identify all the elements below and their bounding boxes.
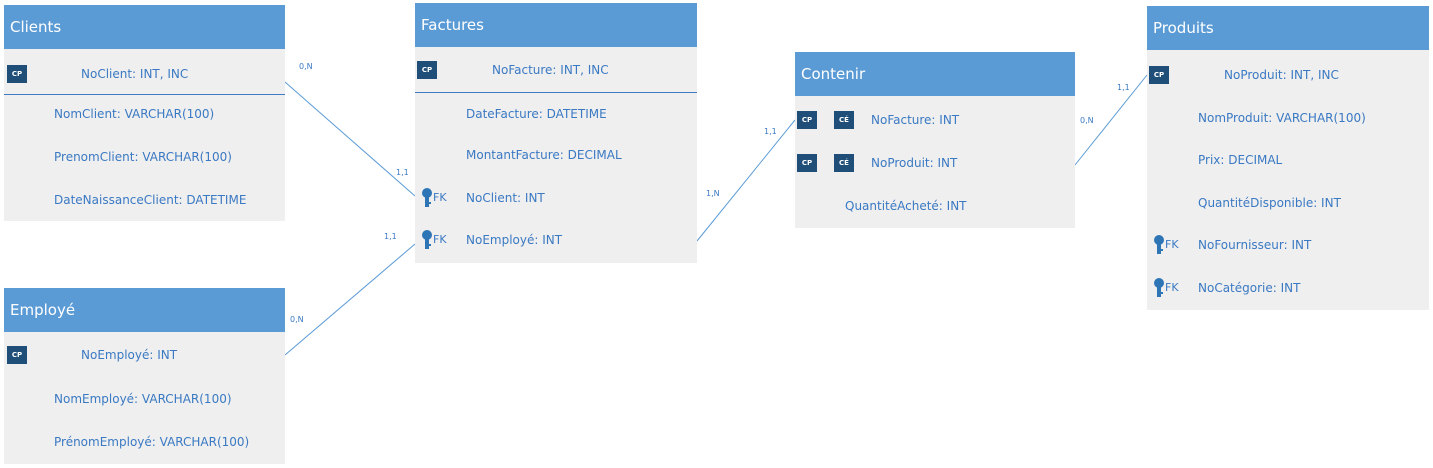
key-icon — [422, 230, 432, 249]
contenir-key-field: NoProduit: INT — [871, 156, 958, 170]
employe-field: NomEmployé: VARCHAR(100) — [54, 392, 232, 406]
employe-field: PrénomEmployé: VARCHAR(100) — [54, 435, 250, 449]
employe-pk-field: NoEmployé: INT — [81, 348, 178, 362]
employe-table[interactable]: Employé CP NoEmployé: INT NomEmployé: VA… — [4, 288, 285, 464]
cardinality-label: 0,N — [1080, 116, 1094, 125]
clients-field: DateNaissanceClient: DATETIME — [54, 193, 247, 207]
cardinality-label: 1,1 — [1117, 83, 1130, 92]
contenir-key-field: NoFacture: INT — [871, 113, 960, 127]
clients-field: PrenomClient: VARCHAR(100) — [54, 150, 232, 164]
produits-table[interactable]: Produits CP NoProduit: INT, INC NomProdu… — [1147, 6, 1429, 310]
clients-table[interactable]: Clients CP NoClient: INT, INC NomClient:… — [4, 5, 285, 221]
contenir-table[interactable]: Contenir CP CÉ NoFacture: INT CP CÉ NoPr… — [795, 52, 1075, 228]
primary-key-badge: CP — [797, 111, 817, 129]
produits-fk-field: NoFournisseur: INT — [1198, 238, 1312, 252]
produits-pk-field: NoProduit: INT, INC — [1224, 68, 1339, 82]
produits-field: QuantitéDisponible: INT — [1198, 196, 1341, 210]
factures-field: MontantFacture: DECIMAL — [466, 148, 622, 162]
foreign-key-label: FK — [433, 233, 447, 246]
factures-title: Factures — [415, 3, 697, 47]
primary-key-badge: CP — [797, 154, 817, 172]
foreign-key-label: FK — [1165, 238, 1179, 251]
produits-contenir-line — [1074, 74, 1148, 166]
foreign-key-label: FK — [433, 191, 447, 204]
factures-table[interactable]: Factures CP NoFacture: INT, INC DateFact… — [415, 3, 697, 263]
employe-title: Employé — [4, 288, 285, 332]
primary-key-badge: CP — [7, 65, 27, 83]
cardinality-label: 1,N — [706, 189, 720, 198]
clients-factures-line — [284, 81, 416, 197]
contenir-title: Contenir — [795, 52, 1075, 96]
factures-contenir-line — [696, 119, 796, 242]
foreign-key-badge: CÉ — [834, 111, 854, 129]
produits-fk-field: NoCatégorie: INT — [1198, 281, 1301, 295]
cardinality-label: 0,N — [290, 315, 304, 324]
primary-key-badge: CP — [417, 61, 437, 79]
divider — [4, 94, 285, 95]
cardinality-label: 1,1 — [396, 168, 409, 177]
clients-pk-field: NoClient: INT, INC — [81, 67, 189, 81]
key-icon — [1154, 235, 1164, 254]
key-icon — [1154, 278, 1164, 297]
cardinality-label: 1,1 — [384, 232, 397, 241]
key-icon — [422, 188, 432, 207]
clients-title: Clients — [4, 5, 285, 49]
cardinality-label: 1,1 — [764, 127, 777, 136]
factures-fk-field: NoEmployé: INT — [466, 233, 563, 247]
factures-fk-field: NoClient: INT — [466, 191, 545, 205]
factures-field: DateFacture: DATETIME — [466, 107, 607, 121]
employe-factures-line — [284, 243, 416, 356]
factures-pk-field: NoFacture: INT, INC — [492, 63, 609, 77]
primary-key-badge: CP — [1149, 66, 1169, 84]
cardinality-label: 0,N — [299, 62, 313, 71]
foreign-key-badge: CÉ — [834, 154, 854, 172]
divider — [415, 92, 697, 93]
clients-field: NomClient: VARCHAR(100) — [54, 107, 215, 121]
primary-key-badge: CP — [7, 346, 27, 364]
produits-field: Prix: DECIMAL — [1198, 153, 1283, 167]
contenir-field: QuantitéAcheté: INT — [845, 199, 967, 213]
produits-field: NomProduit: VARCHAR(100) — [1198, 111, 1366, 125]
foreign-key-label: FK — [1165, 281, 1179, 294]
produits-title: Produits — [1147, 6, 1429, 50]
